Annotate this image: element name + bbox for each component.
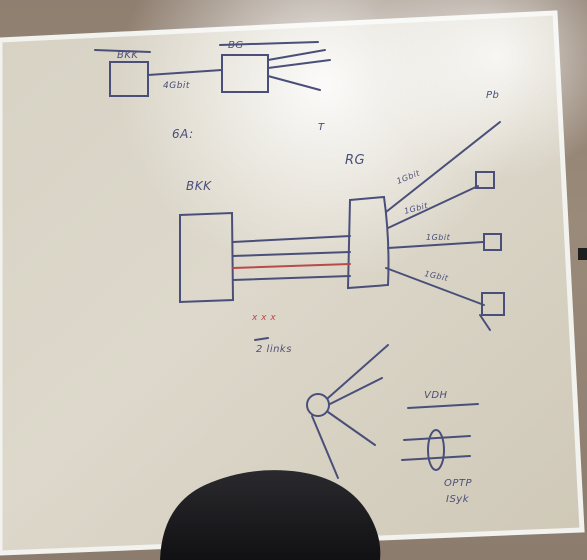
label-legend-2: OPTP <box>444 478 473 489</box>
label-bottom-note: 2 links <box>256 344 292 355</box>
spoke-line-2 <box>387 185 479 229</box>
label-legend-1: VDH <box>424 390 448 401</box>
label-link-3: 1Gbit <box>426 233 451 242</box>
top-left-box <box>109 61 149 97</box>
spoke-line-1 <box>385 121 501 213</box>
trunk-line-1 <box>232 235 351 243</box>
spoke-line-4 <box>385 267 485 306</box>
top-header-underline <box>94 41 319 53</box>
label-top-left-box: BKK <box>117 50 139 61</box>
legend-line-2 <box>403 435 471 441</box>
left-site-box <box>179 211 235 304</box>
label-left-site: BKK <box>186 179 212 193</box>
bottom-dash <box>254 337 269 341</box>
top-link-line <box>147 69 223 76</box>
wall-socket <box>578 248 587 260</box>
label-top-link: 4Gbit <box>163 81 190 91</box>
network-diagram-drawing <box>94 41 505 479</box>
label-legend-3: ISyk <box>446 494 470 505</box>
legend-line-1 <box>407 403 479 409</box>
remote-box-1 <box>475 171 495 189</box>
label-top-middle-box: BG <box>228 40 244 51</box>
remote-box-3 <box>481 292 505 316</box>
label-top-right-note: T <box>318 122 325 133</box>
top-fanout-lines <box>267 49 331 91</box>
star-hub-circle <box>306 393 330 417</box>
head-shape <box>160 470 381 560</box>
star-ray-4 <box>311 415 339 479</box>
diagram-labels: BKK BG 4Gbit T 6A: BKK RG Pb 1Gbit 1Gbit… <box>117 40 499 505</box>
trunk-line-4 <box>232 275 351 281</box>
star-ray-3 <box>327 411 376 446</box>
person-head-silhouette <box>160 470 381 560</box>
right-hub-box <box>346 195 390 290</box>
spoke-line-3 <box>387 241 484 249</box>
remote-box-3-tail <box>479 314 491 331</box>
star-ray-2 <box>329 377 383 405</box>
trunk-line-3 <box>232 263 351 269</box>
label-remote-top: Pb <box>486 90 499 101</box>
label-section-title: 6A: <box>172 127 194 141</box>
remote-box-2 <box>483 233 502 251</box>
legend-line-3 <box>401 455 471 461</box>
label-right-site: RG <box>345 153 365 168</box>
top-middle-box <box>221 54 269 93</box>
legend-fiber-ellipse <box>427 429 445 471</box>
trunk-line-2 <box>232 251 351 257</box>
label-red-note: x x x <box>251 313 276 323</box>
star-ray-1 <box>327 344 389 399</box>
